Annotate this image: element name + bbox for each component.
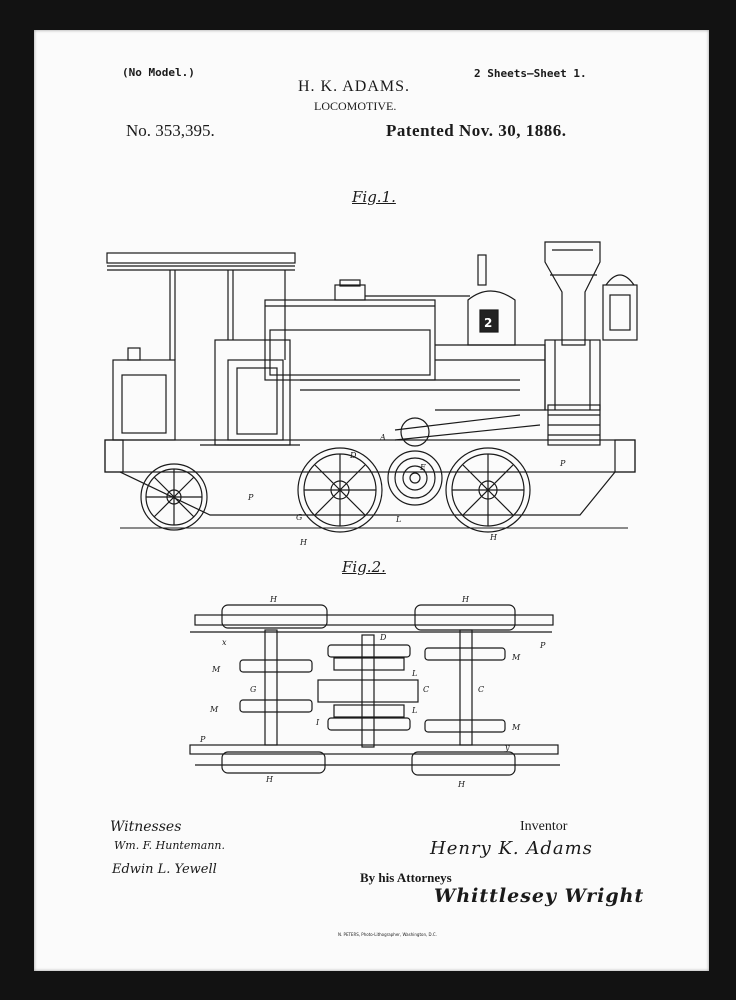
svg-text:P: P: [559, 459, 566, 468]
svg-text:y: y: [504, 743, 510, 752]
svg-text:x: x: [222, 638, 227, 647]
fig1-label: Fig.1.: [352, 188, 396, 206]
svg-text:D: D: [379, 633, 387, 642]
attorneys-signature: Whittlesey Wright: [434, 885, 645, 907]
svg-text:M: M: [209, 705, 219, 714]
inventor-name: H. K. ADAMS.: [298, 78, 411, 95]
attorneys-label: By his Attorneys: [360, 870, 452, 885]
driving-wheel-rear: [445, 447, 531, 533]
patent-print: (No Model.) 2 Sheets—Sheet 1. H. K. ADAM…: [34, 30, 709, 971]
svg-text:M: M: [211, 665, 221, 674]
svg-text:D: D: [349, 451, 357, 460]
printer-credit: N. PETERS, Photo-Lithographer, Washingto…: [338, 932, 437, 937]
patent-date: Patented Nov. 30, 1886.: [386, 121, 567, 140]
patent-drawing: 2: [104, 241, 638, 789]
svg-text:H: H: [461, 595, 470, 604]
locomotive-side-view: 2: [104, 241, 638, 547]
svg-text:L: L: [395, 515, 401, 524]
sheet-number: 2 Sheets—Sheet 1.: [474, 67, 587, 80]
model-note: (No Model.): [122, 66, 195, 79]
svg-text:H: H: [457, 780, 466, 789]
svg-text:C: C: [423, 685, 429, 694]
patent-title: LOCOMOTIVE.: [314, 99, 397, 113]
svg-text:M: M: [511, 653, 521, 662]
svg-text:H: H: [265, 775, 274, 784]
svg-text:L: L: [411, 669, 417, 678]
svg-text:H: H: [299, 538, 308, 547]
inventor-signature: Henry K. Adams: [430, 838, 593, 859]
svg-text:G: G: [250, 685, 257, 694]
svg-text:2: 2: [484, 316, 492, 330]
inventor-label: Inventor: [520, 819, 568, 834]
svg-text:P: P: [247, 493, 254, 502]
svg-text:A: A: [379, 433, 386, 442]
gear-wheel-center: [387, 450, 443, 506]
svg-text:L: L: [411, 706, 417, 715]
witness-signature-2: Edwin L. Yewell: [112, 862, 217, 877]
svg-text:H: H: [269, 595, 278, 604]
fig2-label: Fig.2.: [342, 558, 386, 576]
svg-text:E: E: [419, 463, 426, 472]
svg-text:P: P: [539, 641, 546, 650]
svg-text:I: I: [315, 718, 320, 727]
axle-plan-view: H H H H xM G M P D C C L L M M Py I: [189, 595, 560, 789]
svg-text:H: H: [489, 533, 498, 542]
svg-text:C: C: [478, 685, 484, 694]
svg-text:P: P: [199, 735, 206, 744]
witness-signature-1: Wm. F. Huntemann.: [114, 839, 225, 852]
svg-text:G: G: [296, 513, 303, 522]
svg-text:M: M: [511, 723, 521, 732]
driving-wheel-front: [297, 447, 383, 533]
witnesses-label: Witnesses: [110, 819, 182, 835]
trailing-wheel: [140, 463, 208, 531]
patent-number: No. 353,395.: [126, 121, 215, 140]
